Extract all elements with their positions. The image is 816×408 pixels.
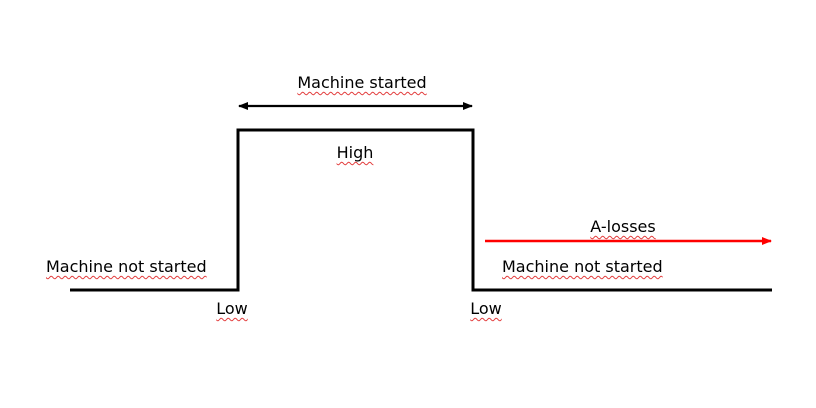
a-losses-label: A-losses [590,217,656,236]
low-right-label: Low [470,299,502,318]
machine-not-started-left-label: Machine not started [46,257,207,276]
signal-pulse-line [70,128,772,292]
machine-not-started-right-label: Machine not started [502,257,663,276]
low-left-label: Low [216,299,248,318]
machine-started-label: Machine started [297,73,427,92]
high-label: High [336,143,374,162]
